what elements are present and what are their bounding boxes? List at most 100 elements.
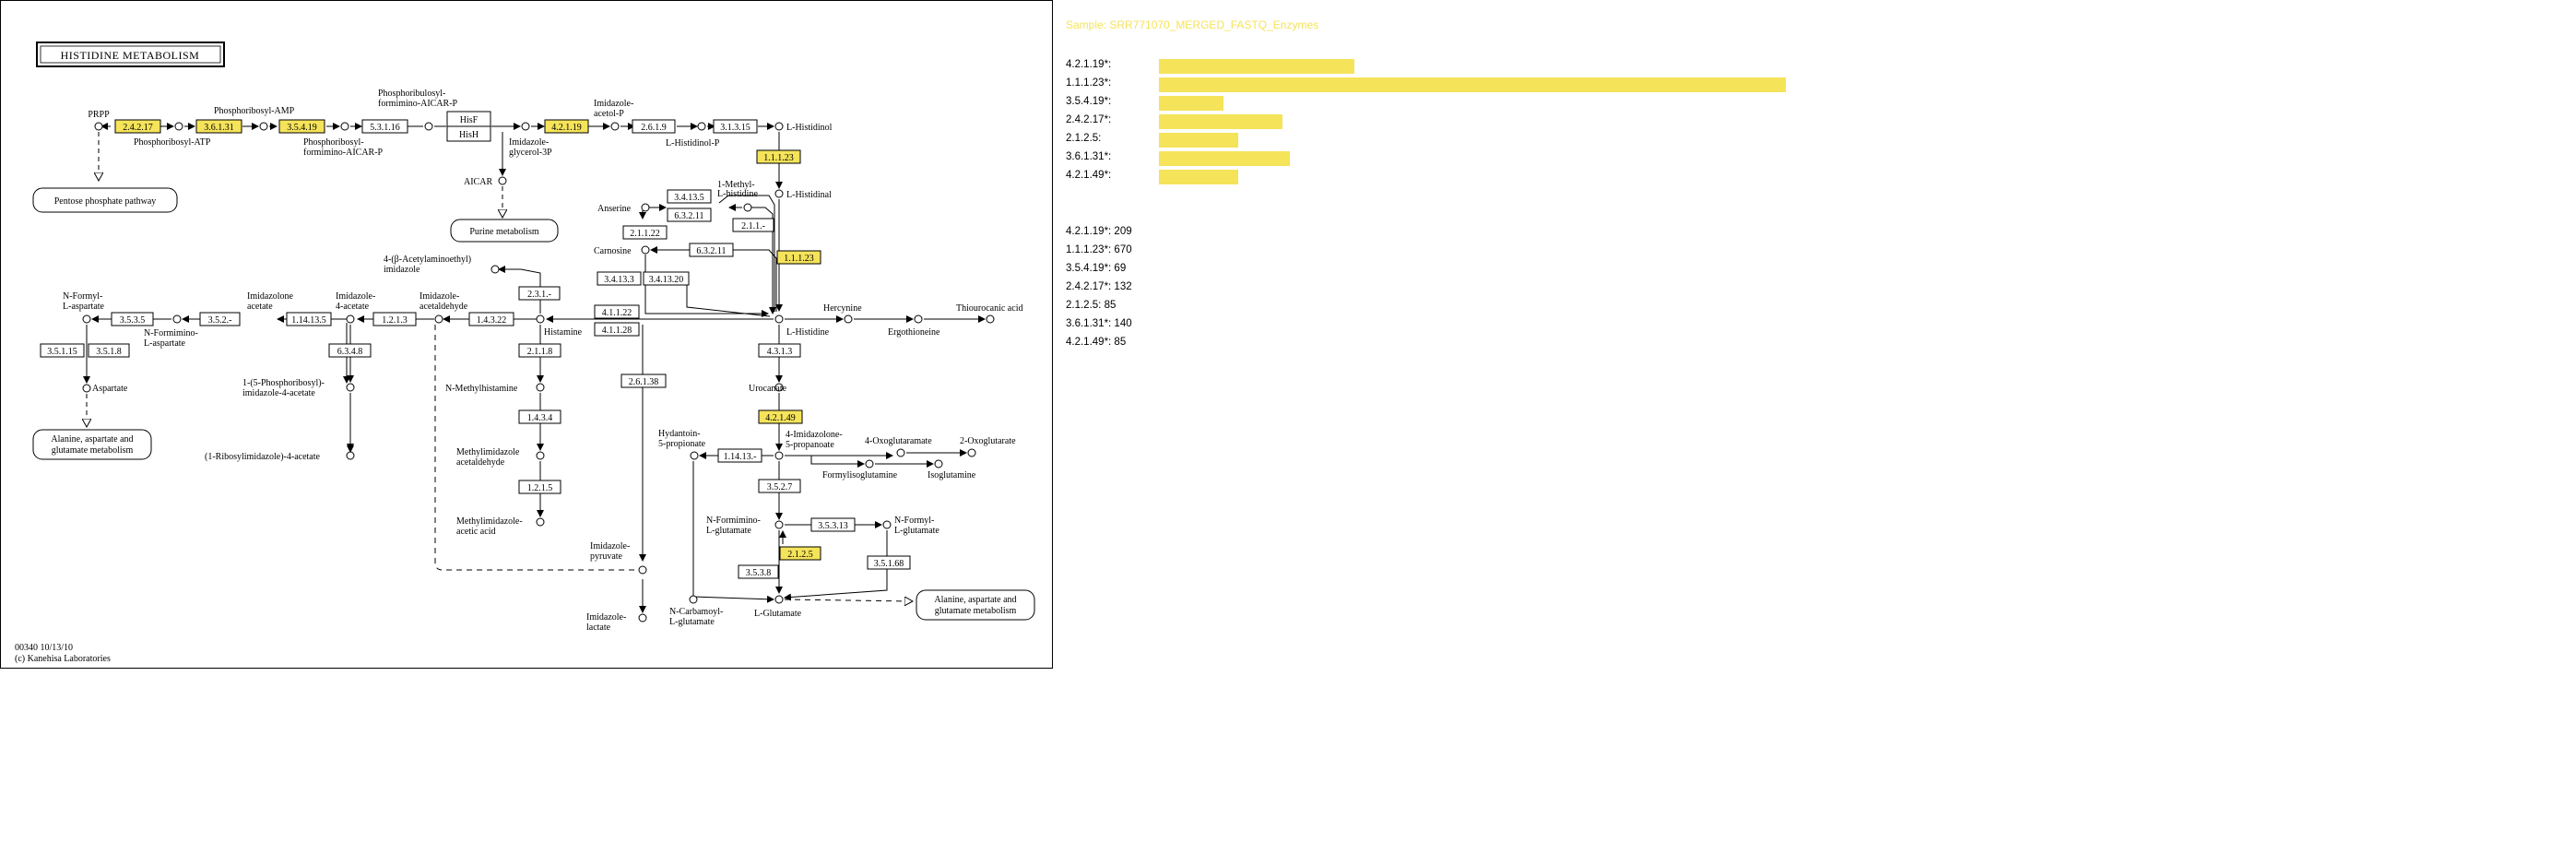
enzyme-2.4.2.17[interactable]: 2.4.2.17 bbox=[114, 119, 161, 134]
compound-label: N-Formyl- bbox=[63, 291, 102, 302]
enzyme-hish[interactable]: HisH bbox=[446, 125, 491, 142]
svg-text:6.3.4.8: 6.3.4.8 bbox=[337, 347, 363, 357]
enzyme-3.5.3.13[interactable]: 3.5.3.13 bbox=[810, 517, 856, 532]
svg-text:3.5.3.5: 3.5.3.5 bbox=[120, 315, 146, 326]
enzyme-count-row: 1.1.1.23*: 670 bbox=[1066, 244, 1132, 257]
enzyme-summary-panel: Sample: SRR771070_MERGED_FASTQ_Enzymes 4… bbox=[1066, 18, 1896, 387]
svg-text:HisH: HisH bbox=[459, 130, 479, 140]
map-title-box: HISTIDINE METABOLISM bbox=[36, 42, 225, 67]
compound-label: 4-acetate bbox=[336, 302, 370, 312]
svg-text:4.1.1.22: 4.1.1.22 bbox=[602, 308, 632, 318]
enzyme-3.5.1.15[interactable]: 3.5.1.15 bbox=[40, 343, 85, 358]
enzyme-2.1.1.8[interactable]: 2.1.1.8 bbox=[518, 343, 561, 358]
compound-label: imidazole bbox=[384, 265, 420, 275]
enzyme-4.1.1.22[interactable]: 4.1.1.22 bbox=[594, 304, 640, 319]
pathway-box-pentose-phosphate[interactable]: Pentose phosphate pathway bbox=[32, 187, 178, 213]
pathway-box-alanine-aspartate-left[interactable]: Alanine, aspartate and glutamate metabol… bbox=[32, 429, 152, 460]
enzyme-1.14.13.-[interactable]: 1.14.13.- bbox=[717, 448, 762, 463]
enzyme-3.4.13.5[interactable]: 3.4.13.5 bbox=[667, 189, 712, 204]
enzyme-1.2.1.3[interactable]: 1.2.1.3 bbox=[372, 312, 417, 326]
compound-label: Phosphoribulosyl- bbox=[378, 89, 445, 99]
enzyme-5.3.1.16[interactable]: 5.3.1.16 bbox=[361, 119, 408, 134]
enzyme-1.2.1.5[interactable]: 1.2.1.5 bbox=[518, 480, 561, 494]
svg-text:Alanine, aspartate and: Alanine, aspartate and bbox=[934, 595, 1016, 605]
enzyme-count-label: 4.2.1.19*: bbox=[1066, 226, 1112, 237]
compound-label: AICAR bbox=[464, 177, 492, 187]
enzyme-boxes: 2.4.2.17 3.6.1.31 3.5.4.19 5.3.1.16 HisF… bbox=[40, 111, 911, 579]
enzyme-4.3.1.3[interactable]: 4.3.1.3 bbox=[758, 343, 801, 358]
enzyme-6.3.4.8[interactable]: 6.3.4.8 bbox=[328, 343, 372, 358]
enzyme-3.6.1.31[interactable]: 3.6.1.31 bbox=[195, 119, 242, 134]
compound-label: 5-propionate bbox=[658, 439, 706, 449]
enzyme-4.2.1.49[interactable]: 4.2.1.49 bbox=[758, 409, 803, 424]
pathway-box-alanine-aspartate-right[interactable]: Alanine, aspartate and glutamate metabol… bbox=[916, 589, 1035, 621]
compound-nodes bbox=[82, 122, 995, 623]
enzyme-2.3.1.-[interactable]: 2.3.1.- bbox=[518, 286, 561, 301]
compound-label: Histamine bbox=[544, 327, 583, 338]
svg-text:4.1.1.28: 4.1.1.28 bbox=[602, 326, 632, 336]
enzyme-3.5.2.7[interactable]: 3.5.2.7 bbox=[758, 479, 801, 493]
enzyme-count-label: 4.2.1.49*: bbox=[1066, 337, 1112, 348]
enzyme-1.4.3.22[interactable]: 1.4.3.22 bbox=[468, 312, 514, 326]
enzyme-3.1.3.15[interactable]: 3.1.3.15 bbox=[713, 119, 758, 134]
enzyme-3.5.2.-[interactable]: 3.5.2.- bbox=[199, 312, 241, 326]
enzyme-2.6.1.38[interactable]: 2.6.1.38 bbox=[620, 374, 667, 388]
enzyme-1.1.1.23-top[interactable]: 1.1.1.23 bbox=[756, 149, 801, 164]
enzyme-1.4.3.4[interactable]: 1.4.3.4 bbox=[518, 409, 561, 424]
enzyme-bar-label: 3.6.1.31*: bbox=[1066, 151, 1112, 162]
compound-label: acetate bbox=[247, 302, 273, 312]
enzyme-1.1.1.23-bottom[interactable]: 1.1.1.23 bbox=[776, 250, 821, 265]
enzyme-hisf[interactable]: HisF bbox=[446, 111, 491, 127]
compound-label: 4-Oxoglutaramate bbox=[865, 436, 932, 446]
compound-label: Phosphoribosyl- bbox=[303, 137, 364, 148]
pathway-box-purine-metabolism[interactable]: Purine metabolism bbox=[450, 219, 559, 243]
compound-label: N-Carbamoyl- bbox=[669, 607, 723, 617]
enzyme-2.1.1.-[interactable]: 2.1.1.- bbox=[732, 218, 774, 232]
compound-label: 4-Imidazolone- bbox=[786, 430, 843, 440]
enzyme-3.5.1.68[interactable]: 3.5.1.68 bbox=[867, 555, 911, 570]
svg-text:1.2.1.5: 1.2.1.5 bbox=[527, 483, 553, 493]
enzyme-4.2.1.19[interactable]: 4.2.1.19 bbox=[544, 119, 589, 134]
compound-label: Imidazole- bbox=[590, 541, 630, 551]
svg-text:3.5.3.13: 3.5.3.13 bbox=[818, 521, 848, 531]
enzyme-count-label: 3.6.1.31*: bbox=[1066, 318, 1112, 329]
svg-text:4.2.1.19: 4.2.1.19 bbox=[551, 123, 582, 133]
enzyme-3.5.4.19[interactable]: 3.5.4.19 bbox=[278, 119, 325, 134]
enzyme-3.4.13.20[interactable]: 3.4.13.20 bbox=[643, 271, 690, 286]
enzyme-6.3.2.11-a[interactable]: 6.3.2.11 bbox=[667, 208, 712, 222]
compound-label: L-Histidinol bbox=[786, 123, 833, 133]
enzyme-count-row: 3.5.4.19*: 69 bbox=[1066, 263, 1126, 276]
svg-text:3.5.4.19: 3.5.4.19 bbox=[287, 123, 317, 133]
svg-text:3.4.13.5: 3.4.13.5 bbox=[674, 193, 704, 203]
svg-text:1.4.3.4: 1.4.3.4 bbox=[527, 413, 553, 423]
compound-label: Imidazole- bbox=[419, 291, 459, 302]
svg-text:6.3.2.11: 6.3.2.11 bbox=[696, 246, 726, 256]
svg-text:3.6.1.31: 3.6.1.31 bbox=[204, 123, 234, 133]
enzyme-bar bbox=[1159, 59, 1354, 74]
compound-label: acetaldehyde bbox=[456, 457, 505, 468]
enzyme-bar bbox=[1159, 170, 1238, 184]
enzyme-4.1.1.28[interactable]: 4.1.1.28 bbox=[594, 322, 640, 337]
enzyme-3.5.1.8[interactable]: 3.5.1.8 bbox=[88, 343, 130, 358]
compound-label: Aspartate bbox=[92, 384, 128, 394]
compound-label: Imidazole- bbox=[509, 137, 549, 148]
compound-label: Urocanate bbox=[749, 384, 787, 394]
compound-label: L-glutamate bbox=[894, 526, 939, 536]
svg-text:Alanine, aspartate and: Alanine, aspartate and bbox=[51, 434, 133, 445]
enzyme-2.1.2.5[interactable]: 2.1.2.5 bbox=[779, 546, 821, 561]
enzyme-bar-label: 2.4.2.17*: bbox=[1066, 114, 1112, 125]
sample-title: Sample: SRR771070_MERGED_FASTQ_Enzymes bbox=[1066, 18, 1319, 31]
enzyme-2.6.1.9[interactable]: 2.6.1.9 bbox=[632, 119, 676, 134]
enzyme-count-value: 132 bbox=[1111, 281, 1132, 292]
enzyme-6.3.2.11-b[interactable]: 6.3.2.11 bbox=[689, 243, 734, 257]
enzyme-3.5.3.8[interactable]: 3.5.3.8 bbox=[738, 564, 779, 579]
enzyme-3.4.13.3[interactable]: 3.4.13.3 bbox=[597, 271, 642, 286]
enzyme-2.1.1.22[interactable]: 2.1.1.22 bbox=[622, 225, 668, 240]
enzyme-1.14.13.5[interactable]: 1.14.13.5 bbox=[286, 312, 332, 326]
compound-label: Ergothioneine bbox=[888, 327, 940, 338]
compound-label: Formylisoglutamine bbox=[822, 470, 898, 480]
compound-label: Imidazole- bbox=[594, 99, 633, 109]
svg-text:3.4.13.3: 3.4.13.3 bbox=[604, 275, 634, 285]
svg-text:4.2.1.49: 4.2.1.49 bbox=[765, 413, 796, 423]
enzyme-3.5.3.5[interactable]: 3.5.3.5 bbox=[111, 312, 154, 326]
